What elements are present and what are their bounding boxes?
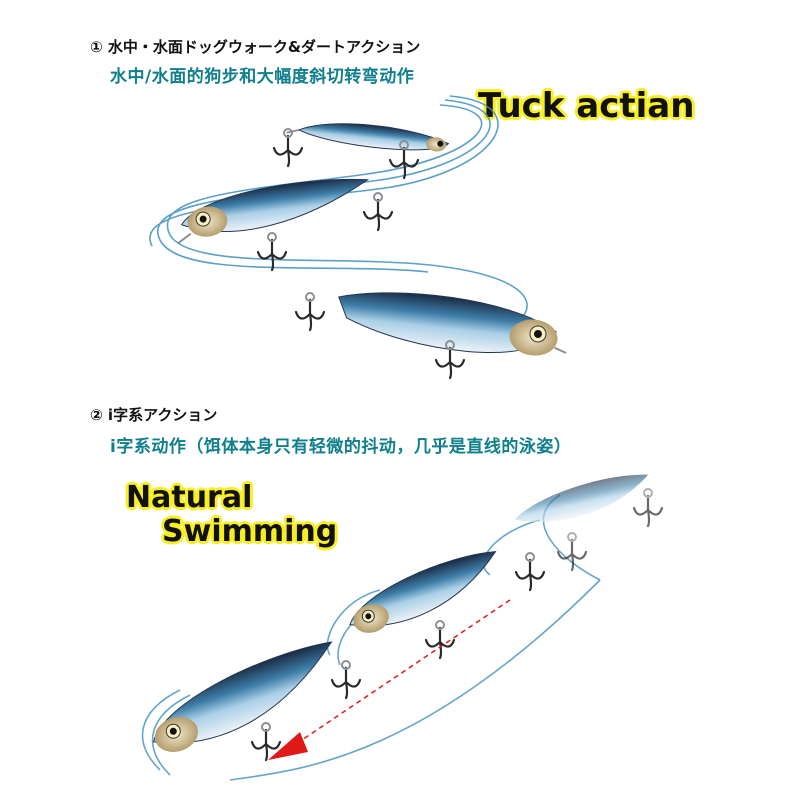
section2-heading-jp: ② i字系アクション (90, 406, 218, 424)
treble-hook-icon (556, 531, 588, 572)
treble-hook-icon (632, 487, 664, 528)
treble-hook-icon (362, 191, 394, 232)
fishing-lure-icon (338, 292, 567, 356)
fishing-lure-icon (286, 123, 450, 152)
direction-arrow-icon (268, 599, 511, 760)
treble-hook-icon (330, 659, 362, 700)
tuck-action-caption: Tuck actian (478, 86, 695, 126)
natural-caption: Natural (126, 480, 253, 515)
fishing-lure-icon (152, 641, 333, 752)
treble-hook-icon (424, 619, 456, 660)
treble-hook-icon (256, 231, 288, 272)
fishing-lure-icon (177, 178, 370, 245)
fishing-lure-icon (514, 474, 649, 522)
fishing-lure-icon (349, 551, 497, 633)
swimming-caption: Swimming (162, 514, 338, 549)
treble-hook-icon (272, 127, 304, 168)
treble-hook-icon (294, 291, 326, 332)
section2-heading-cn: i字系动作（饵体本身只有轻微的抖动，几乎是直线的泳姿） (110, 437, 572, 457)
section1-heading-cn: 水中/水面的狗步和大幅度斜切转弯动作 (110, 67, 415, 87)
dog-walk-trail (149, 95, 528, 321)
section1-heading-jp: ① 水中・水面ドッグウォーク&ダートアクション (90, 38, 421, 56)
treble-hook-icon (514, 551, 546, 592)
